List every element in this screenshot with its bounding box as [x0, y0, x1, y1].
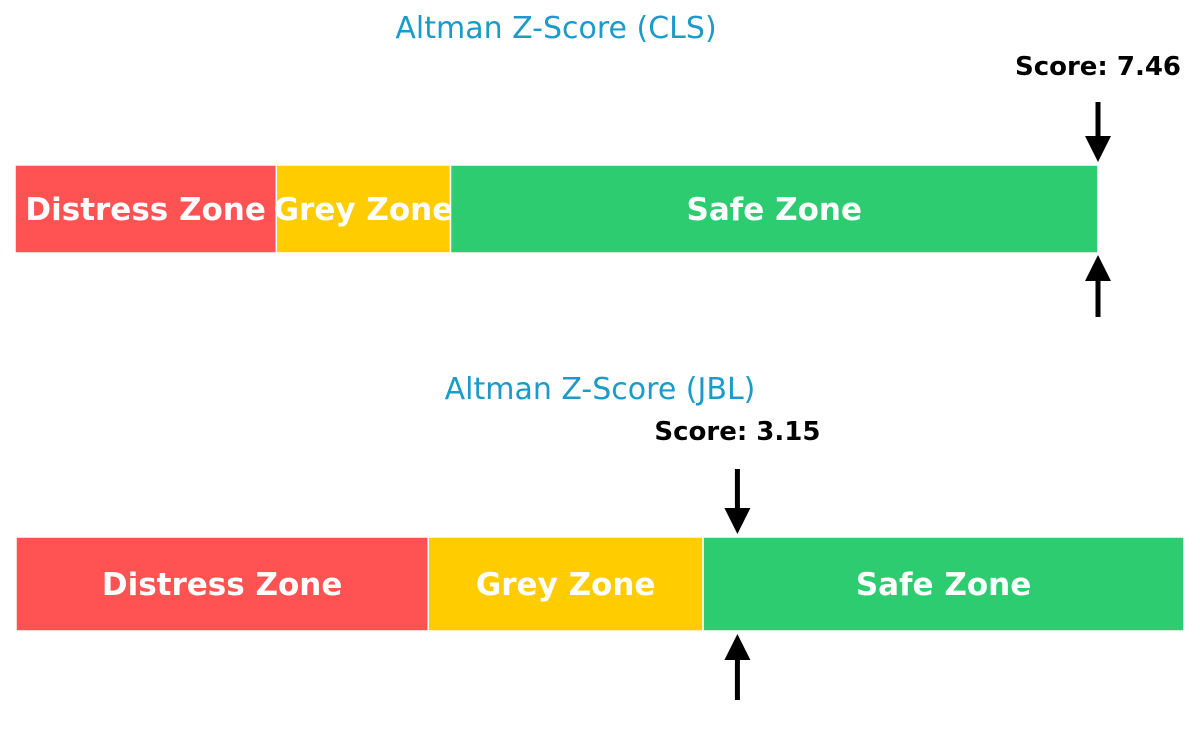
up-arrow-icon: [724, 634, 751, 660]
chart-title: Altman Z-Score (CLS): [395, 11, 716, 46]
zone-label: Grey Zone: [476, 567, 656, 603]
zone-label: Distress Zone: [102, 567, 343, 603]
zone-segment: [449, 164, 1099, 254]
score-label: Score: 3.15: [654, 417, 820, 447]
zone-bar: Distress Zone Grey Zone Safe Zone: [15, 536, 1185, 632]
zone-label: Safe Zone: [687, 192, 862, 228]
score-marker: Score: 7.46: [1015, 52, 1181, 317]
up-arrow-icon: [1085, 255, 1111, 281]
down-arrow-icon: [724, 508, 751, 534]
score-marker: Score: 3.15: [654, 417, 820, 700]
zone-segment: [427, 536, 704, 632]
zone-label: Safe Zone: [856, 567, 1031, 603]
down-arrow-icon: [1085, 136, 1111, 162]
zone-label: Grey Zone: [274, 192, 454, 228]
zone-segment: [14, 164, 278, 254]
zone-label: Distress Zone: [25, 192, 266, 228]
chart-jbl: Altman Z-Score (JBL) Distress Zone Grey Z…: [15, 372, 1185, 700]
zone-segment: [702, 536, 1185, 632]
score-label: Score: 7.46: [1015, 52, 1181, 82]
zone-segment: [15, 536, 429, 632]
chart-title: Altman Z-Score (JBL): [445, 372, 756, 407]
zone-segment: [275, 164, 452, 254]
